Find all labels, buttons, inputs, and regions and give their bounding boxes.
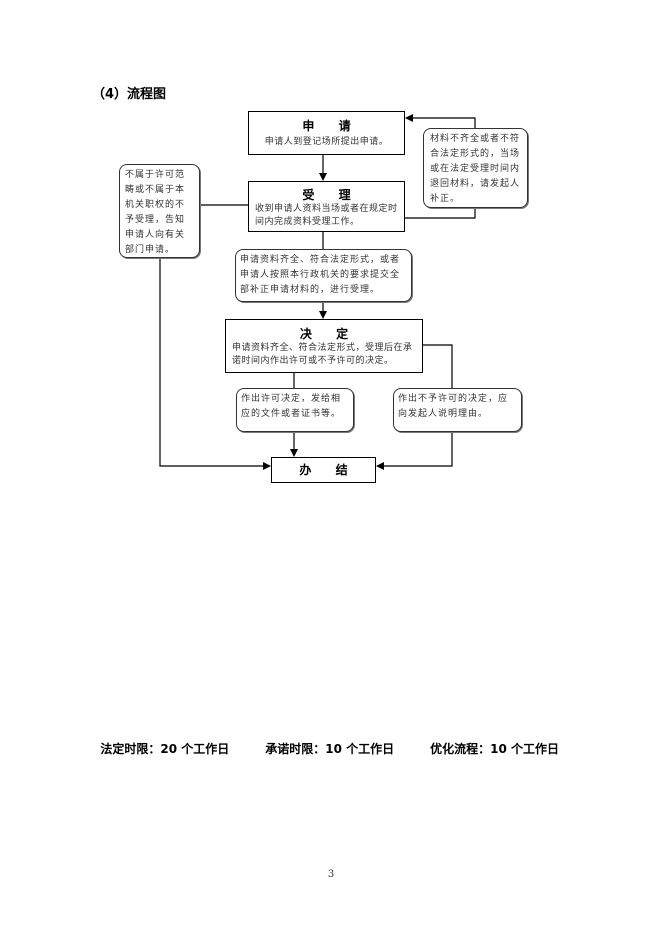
reject-note: 作出不予许可的决定，应向发起人说明理由。 — [393, 388, 522, 432]
finish-title: 办 结 — [299, 463, 358, 477]
apply-text: 申请人到登记场所提出申请。 — [264, 137, 389, 147]
optimized-process-time: 优化流程：10 个工作日 — [430, 742, 560, 756]
time-limits: 法定时限：20 个工作日 承诺时限：10 个工作日 优化流程：10 个工作日 — [92, 726, 595, 757]
section-title: （4）流程图 — [92, 87, 167, 102]
accept-condition-text: 申请资料齐全、符合法定形式，或者申请人按照本行政机关的要求提交全部补正申请材料的… — [240, 255, 401, 295]
reject-text: 作出不予许可的决定，应向发起人说明理由。 — [398, 394, 509, 419]
not-in-scope-note: 不属于许可范畴或不属于本机关职权的不予受理，告知申请人向有关部门申请。 — [119, 164, 200, 258]
page-number: 3 — [327, 869, 335, 880]
decide-box: 决 定 申请资料齐全、符合法定形式，受理后在承诺时间内作出许可或不予许可的决定。 — [225, 319, 423, 373]
decide-title: 决 定 — [299, 327, 359, 341]
connector-accept-incomplete — [405, 208, 476, 219]
accept-text: 收到申请人资料当场或者在规定时间内完成资料受理工作。 — [255, 204, 398, 227]
accept-condition-note: 申请资料齐全、符合法定形式，或者申请人按照本行政机关的要求提交全部补正申请材料的… — [235, 249, 412, 302]
not-in-scope-text: 不属于许可范畴或不属于本机关职权的不予受理，告知申请人向有关部门申请。 — [125, 170, 186, 255]
apply-box: 申 请 申请人到登记场所提出申请。 — [248, 111, 405, 155]
promised-time-limit: 承诺时限：10 个工作日 — [265, 742, 395, 756]
connector-notscope-finish — [159, 258, 271, 470]
approve-text: 作出许可决定，发给相应的文件或者证书等。 — [241, 394, 342, 419]
accept-box: 受 理 收到申请人资料当场或者在规定时间内完成资料受理工作。 — [248, 181, 405, 232]
connector-reject-finish — [376, 432, 453, 470]
decide-text: 申请资料齐全、符合法定形式，受理后在承诺时间内作出许可或不予许可的决定。 — [232, 343, 413, 366]
connector-decide-reject — [423, 344, 453, 388]
apply-title: 申 请 — [302, 119, 361, 133]
incomplete-materials-note: 材料不齐全或者不符合法定形式的，当场或在法定受理时间内退回材料，请发起人补正。 — [423, 128, 528, 208]
finish-box: 办 结 — [271, 457, 376, 483]
accept-title: 受 理 — [302, 188, 361, 202]
legal-time-limit: 法定时限：20 个工作日 — [100, 742, 230, 756]
approve-note: 作出许可决定，发给相应的文件或者证书等。 — [236, 388, 354, 432]
connector-incomplete-apply — [405, 114, 476, 128]
incomplete-materials-text: 材料不齐全或者不符合法定形式的，当场或在法定受理时间内退回材料，请发起人补正。 — [430, 134, 521, 204]
